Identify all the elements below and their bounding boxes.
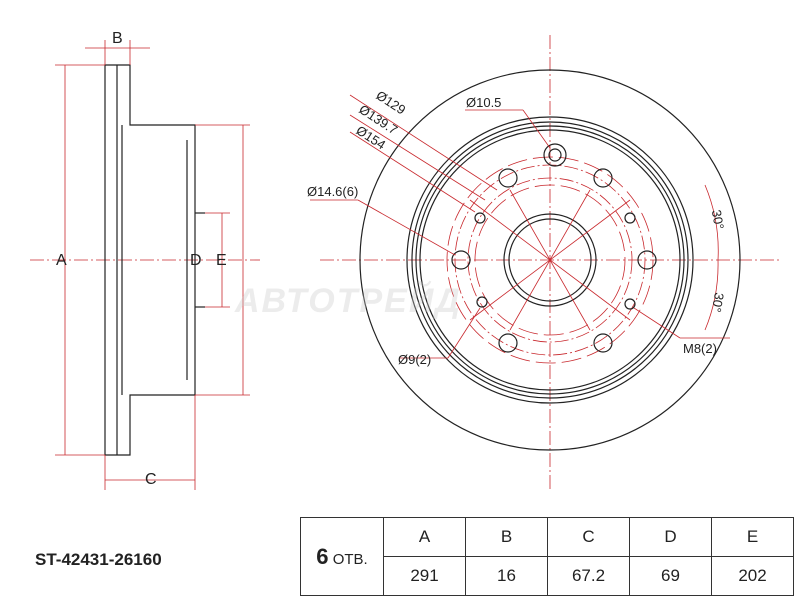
- holes-unit: ОТВ.: [332, 550, 368, 568]
- label-c: C: [145, 471, 157, 488]
- label-b: B: [112, 30, 123, 47]
- header-c: C: [547, 517, 630, 557]
- label-e: E: [216, 252, 227, 269]
- callout-d14-6: Ø14.6(6): [307, 184, 359, 199]
- header-e: E: [711, 517, 794, 557]
- part-number: ST-42431-26160: [35, 550, 162, 569]
- value-a: 291: [383, 556, 466, 596]
- side-view: [104, 64, 205, 456]
- header-b: B: [465, 517, 548, 557]
- value-d: 69: [629, 556, 712, 596]
- value-e: 202: [711, 556, 794, 596]
- header-d: D: [629, 517, 712, 557]
- callout-d10-5: Ø10.5: [466, 95, 502, 110]
- radial-lines: [310, 94, 730, 359]
- angle-1: 30°: [708, 208, 727, 231]
- dimension-lines: [55, 40, 250, 490]
- watermark: АВТОТРЕЙД: [235, 282, 462, 320]
- header-a: A: [383, 517, 466, 557]
- dimension-table: 6 ОТВ. A B C D E 291 16 67.2 69 202: [300, 517, 794, 596]
- label-a: A: [56, 252, 67, 269]
- holes-count: 6: [316, 543, 329, 569]
- callout-m8: M8(2): [683, 341, 717, 356]
- callout-d9: Ø9(2): [398, 352, 432, 367]
- value-b: 16: [465, 556, 548, 596]
- holes-cell: 6 ОТВ.: [300, 517, 384, 596]
- label-d: D: [190, 252, 202, 269]
- front-view: [359, 69, 741, 451]
- value-c: 67.2: [547, 556, 630, 596]
